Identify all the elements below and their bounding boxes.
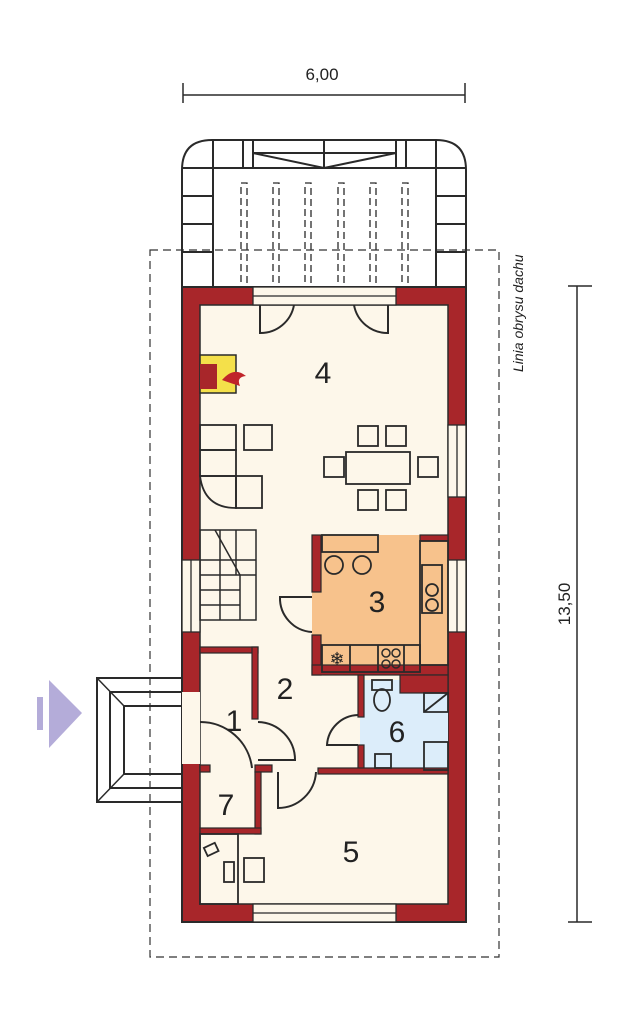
dining-table-icon <box>323 425 439 511</box>
length-dimension: 13,50 <box>555 285 592 923</box>
bathroom-fixtures <box>371 679 449 771</box>
stairs <box>199 529 257 621</box>
room-number-1: 1 <box>226 705 243 738</box>
width-label: 6,00 <box>305 65 338 84</box>
terrace <box>181 139 467 288</box>
doors <box>199 304 389 810</box>
stove-icon <box>381 648 401 669</box>
kitchen-furniture <box>321 534 449 673</box>
width-dimension: 6,00 <box>182 65 466 103</box>
room-number-5: 5 <box>343 836 360 869</box>
interior-walls <box>199 534 449 835</box>
entrance-arrow-icon <box>37 680 82 748</box>
room-number-2: 2 <box>277 673 294 706</box>
entrance-steps <box>96 677 183 803</box>
room-number-6: 6 <box>389 716 406 749</box>
sofa-icon <box>198 424 273 509</box>
fireplace-icon <box>199 354 246 394</box>
windows <box>181 286 467 923</box>
room-number-7: 7 <box>218 789 235 822</box>
length-label: 13,50 <box>555 583 574 626</box>
room-number-3: 3 <box>369 586 386 619</box>
roof-outline-label: Linia obrysu dachu <box>510 254 526 372</box>
room-number-4: 4 <box>315 357 332 390</box>
fridge-icon: ❄ <box>329 649 344 669</box>
roof-outline <box>149 249 500 958</box>
desk-icon <box>199 833 265 905</box>
